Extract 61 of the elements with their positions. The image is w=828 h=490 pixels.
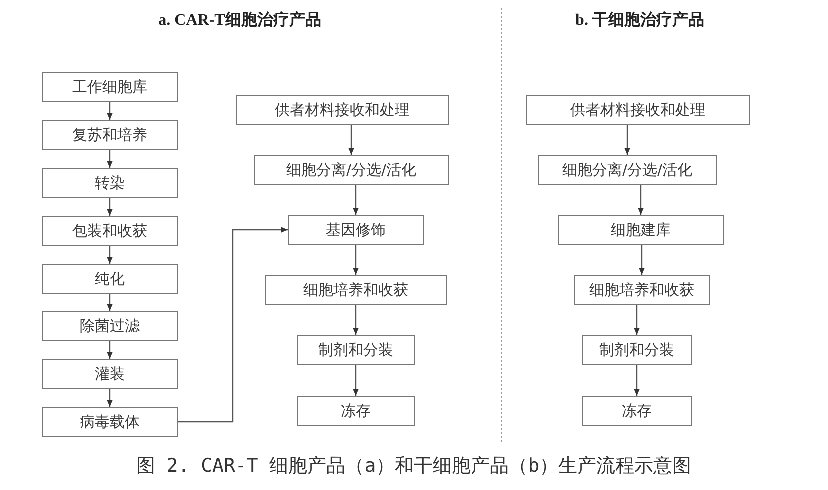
arrow: [107, 341, 113, 359]
step-label: 细胞分离/分选/活化: [562, 160, 693, 180]
step-label: 转染: [95, 174, 125, 192]
step-label: 供者材料接收和处理: [570, 100, 706, 120]
process-box: [42, 120, 178, 150]
arrow: [107, 294, 113, 311]
figure-caption: 图 2. CAR-T 细胞产品（a）和干细胞产品（b）生产流程示意图: [136, 454, 692, 479]
process-box: [42, 216, 178, 246]
process-box: [297, 335, 415, 365]
process-box: [582, 335, 692, 365]
step-label: 基因修饰: [326, 220, 386, 240]
arrow: [639, 245, 645, 275]
step-label: 纯化: [95, 270, 125, 288]
arrow: [107, 150, 113, 168]
arrow: [353, 185, 359, 215]
step-label: 细胞建库: [611, 220, 671, 240]
step-label: 细胞分离/分选/活化: [286, 160, 417, 180]
process-box: [526, 95, 750, 125]
arrow: [624, 125, 630, 155]
step-label: 复苏和培养: [72, 126, 148, 144]
step-label: 制剂和分装: [318, 340, 394, 360]
arrow: [634, 305, 640, 335]
arrow: [107, 246, 113, 264]
process-box: [265, 275, 447, 305]
process-box: [288, 215, 424, 245]
process-box: [297, 396, 415, 426]
arrow: [353, 365, 359, 396]
process-box: [236, 95, 449, 125]
arrow: [348, 125, 354, 155]
process-box: [574, 275, 710, 305]
step-label: 除菌过滤: [80, 316, 140, 336]
process-box: [254, 155, 449, 185]
process-box: [42, 359, 178, 389]
process-box: [42, 407, 178, 437]
arrow: [178, 227, 288, 423]
arrow: [353, 245, 359, 275]
process-box: [42, 264, 178, 294]
arrow: [353, 305, 359, 335]
process-box: [42, 72, 178, 102]
process-box: [42, 311, 178, 341]
step-label: 细胞培养和收获: [304, 280, 408, 300]
arrow: [107, 198, 113, 216]
step-label: 病毒载体: [80, 412, 140, 432]
panel-heading: a. CAR-T细胞治疗产品: [158, 10, 322, 31]
step-label: 细胞培养和收获: [590, 280, 694, 300]
step-label: 灌装: [95, 364, 125, 384]
process-box: [558, 215, 724, 245]
process-box: [42, 168, 178, 198]
step-label: 制剂和分装: [600, 340, 674, 360]
panel-heading: b. 干细胞治疗产品: [576, 10, 704, 31]
step-label: 冻存: [622, 402, 652, 420]
arrow: [634, 365, 640, 396]
process-box: [538, 155, 717, 185]
arrow: [638, 185, 644, 215]
process-box: [582, 396, 692, 426]
step-label: 供者材料接收和处理: [275, 100, 410, 120]
arrow: [107, 389, 113, 407]
arrow: [107, 102, 113, 120]
step-label: 工作细胞库: [72, 78, 148, 96]
step-label: 包装和收获: [72, 222, 148, 240]
step-label: 冻存: [341, 402, 371, 420]
